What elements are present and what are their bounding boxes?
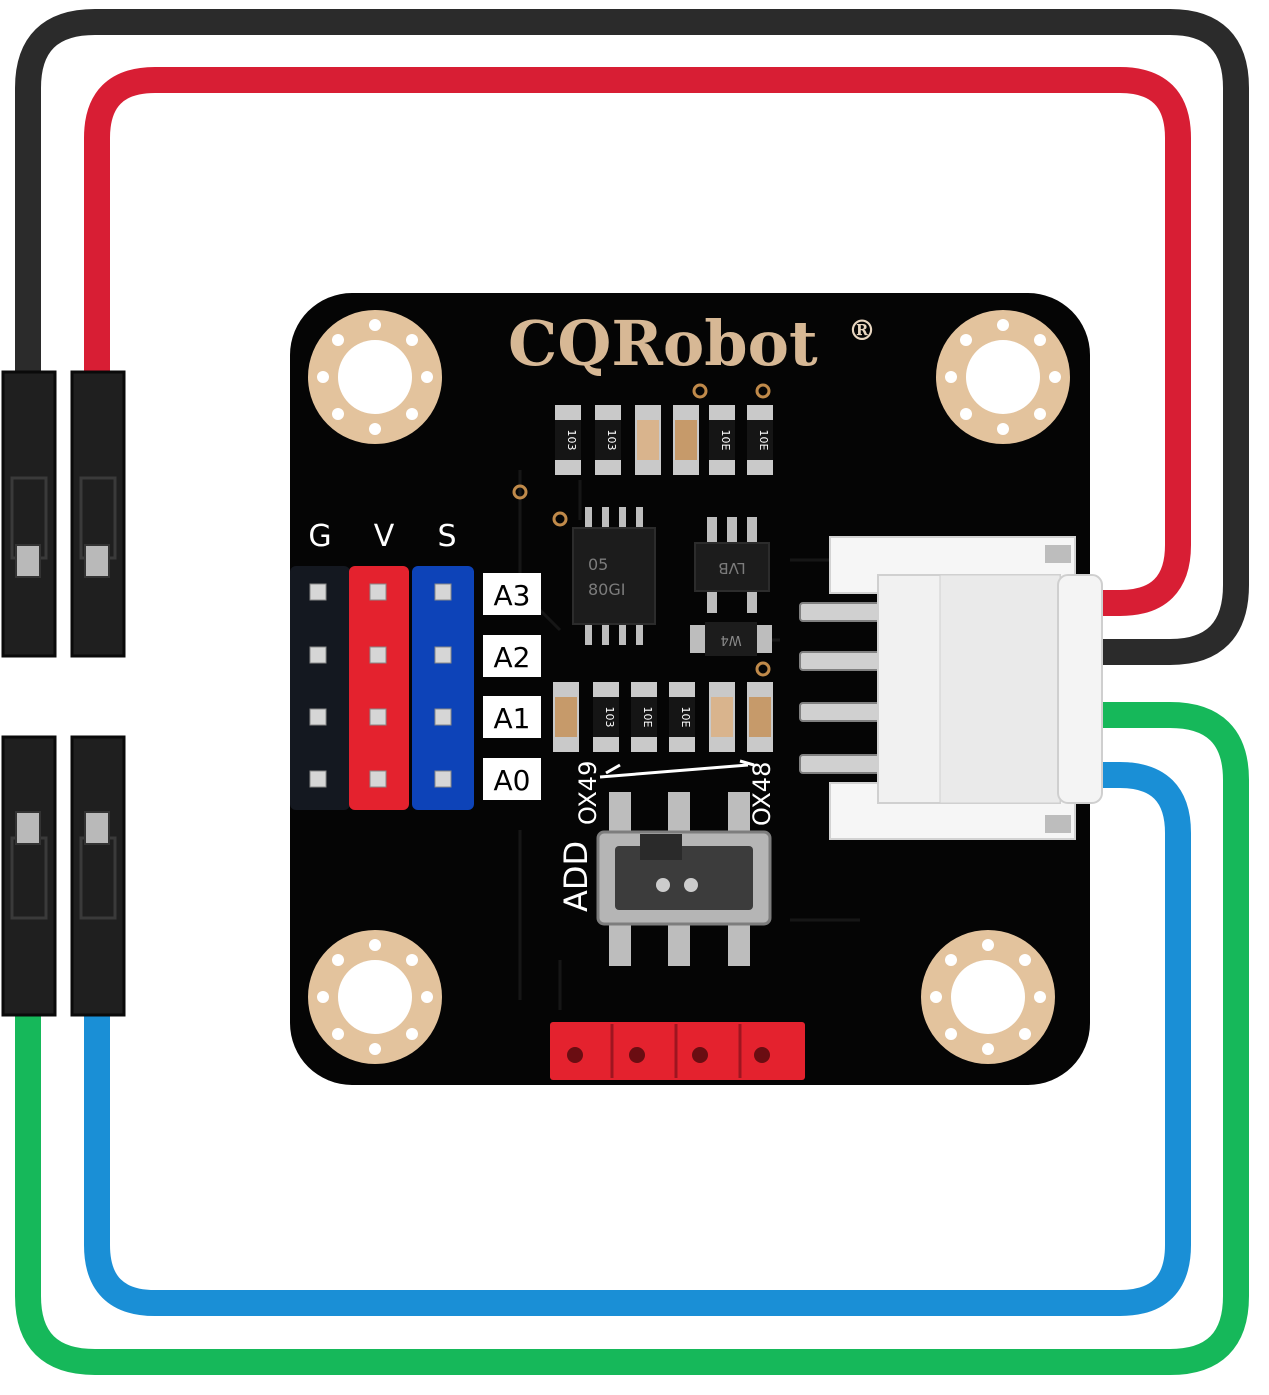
smd-resistor-3: 10E [709,405,735,475]
brand-logo: CQRobot [508,307,818,380]
pin-s-a1 [434,708,452,726]
dupont-connector-blue [70,735,126,1017]
row-label-a0: A0 [483,758,541,800]
svg-text:10E: 10E [719,430,732,451]
svg-text:A1: A1 [494,702,531,735]
pin-g-a0 [309,770,327,788]
blue-wire [84,762,1191,1316]
address-arrows [599,759,755,779]
svg-text:05: 05 [588,555,608,574]
pin-g-a2 [309,646,327,664]
smd-capacitor-1 [635,405,661,475]
row-label-a1: A1 [483,696,541,738]
column-label-v: V [374,519,395,554]
smd-resistor-1: 103 [555,405,581,475]
dupont-connector-black [1,370,57,658]
pin-v-a0 [369,770,387,788]
svg-text:103: 103 [603,707,616,728]
smd-capacitor-3 [553,682,579,752]
pin-s-a3 [434,583,452,601]
column-label-g: G [308,519,331,554]
smd-resistor-5: 103 [593,682,619,752]
black-wire [15,9,1249,665]
svg-text:10E: 10E [641,707,654,728]
bottom-smd-row: 103 10E 10E [553,682,773,752]
smd-capacitor-4 [709,682,735,752]
gvs-header: G V S A3 A2 A1 [290,519,541,810]
top-smd-row: 103 103 10E 10E [555,405,773,475]
svg-text:10E: 10E [679,707,692,728]
vias [512,383,771,677]
dupont-connector-green [1,735,57,1017]
svg-text:A2: A2 [494,641,531,674]
pin-v-a2 [369,646,387,664]
row-label-a2: A2 [483,635,541,677]
svg-text:80GI: 80GI [588,580,625,599]
pin-g-a1 [309,708,327,726]
power-pin-column [349,566,409,810]
address-label-0x49: OX49 [574,761,602,825]
ground-pin-column [290,566,350,810]
mounting-hole-top-left [308,310,442,444]
switch-label-add: ADD [557,841,595,912]
regulator: LVB [694,517,770,613]
jst-connector [799,536,1103,840]
pin-g-a3 [309,583,327,601]
pin-v-a3 [369,583,387,601]
bottom-header [550,1022,805,1080]
mounting-hole-bottom-left [308,930,442,1064]
smd-capacitor-5 [747,682,773,752]
mounting-holes [308,310,1070,1064]
smd-capacitor-2 [673,405,699,475]
svg-text:103: 103 [565,430,578,451]
svg-text:10E: 10E [757,430,770,451]
signal-pin-column [412,566,474,810]
smd-resistor-7: 10E [669,682,695,752]
mounting-hole-top-right [936,310,1070,444]
green-wire [15,702,1249,1375]
adc-chip: 05 80GI [572,507,656,645]
svg-text:103: 103 [605,430,618,451]
smd-resistor-6: 10E [631,682,657,752]
smd-resistor-4: 10E [747,405,773,475]
wires [15,9,1249,1375]
dupont-connector-red [70,370,126,658]
pin-s-a0 [434,770,452,788]
smd-resistor-2: 103 [595,405,621,475]
svg-text:LVB: LVB [718,559,745,577]
svg-text:A0: A0 [494,764,531,797]
svg-text:A3: A3 [494,579,531,612]
diode: W4 [690,622,772,656]
red-wire [84,67,1191,616]
dupont-connectors [1,370,126,1017]
pin-v-a1 [369,708,387,726]
address-label-0x48: OX48 [748,762,776,826]
svg-text:W4: W4 [720,632,741,647]
row-label-a3: A3 [483,573,541,615]
registered-mark: ® [848,314,876,347]
pin-s-a2 [434,646,452,664]
mounting-hole-bottom-right [921,930,1055,1064]
address-switch [596,792,772,966]
column-label-s: S [437,519,456,554]
